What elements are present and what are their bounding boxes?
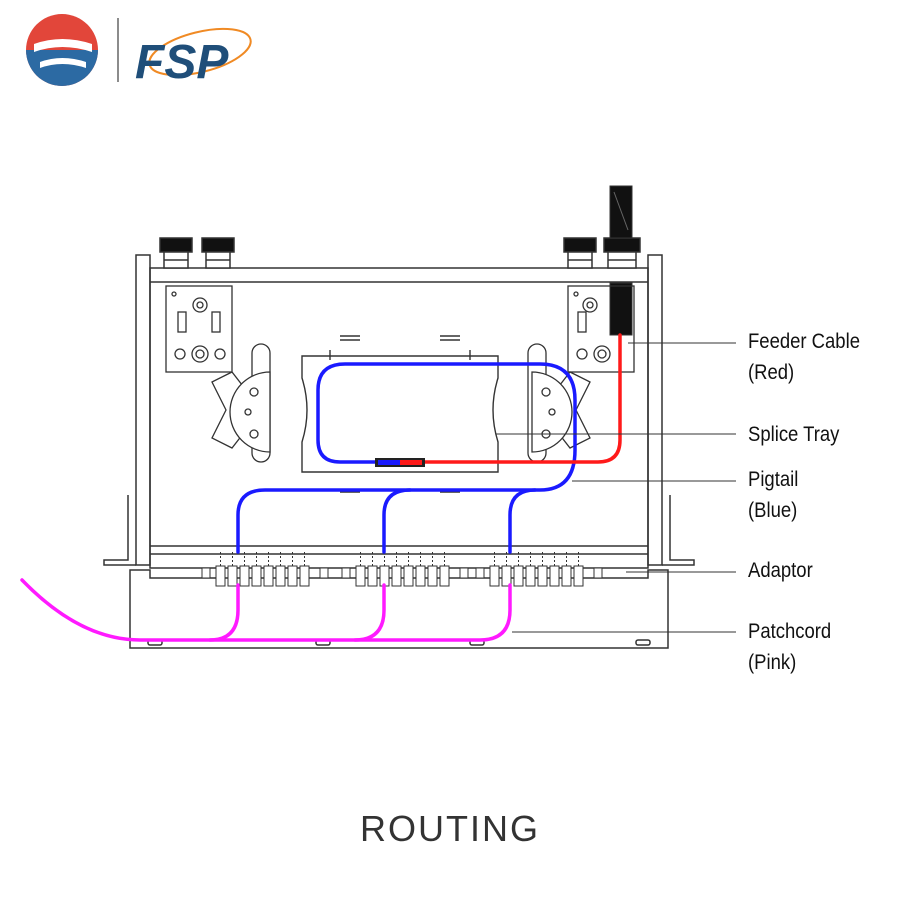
adaptor-port [525,565,536,587]
adaptor-port [215,565,226,587]
callout-line: (Blue) [748,499,798,522]
adaptor-port [391,565,402,587]
pigtail-branch [508,488,537,554]
feeder-cable-jacket [609,185,633,336]
callout-line: Splice Tray [748,423,840,446]
adaptor-port [239,565,250,587]
pigtail-branch [382,488,412,554]
adaptor-port [501,565,512,587]
adaptor-port [355,565,366,587]
callout-pigtail: Pigtail (Blue) [748,464,798,526]
callout-line: Feeder Cable [748,330,860,353]
cable-gland [159,237,193,269]
callout-line: Adaptor [748,559,813,582]
adaptor-port [287,565,298,587]
adaptor-port [513,565,524,587]
left-mounting-plate [165,285,233,373]
adaptor-port [227,565,238,587]
callout-line: (Red) [748,361,795,384]
front-panel [129,569,669,649]
patchcord [20,578,240,642]
adaptor-strip [475,552,603,587]
callout-patchcord: Patchcord (Pink) [748,616,831,678]
left-cable-spool [211,343,271,463]
adaptor-panel [201,552,603,587]
adaptor-strip [201,552,329,587]
adaptor-strip [341,552,469,587]
right-cable-spool [527,343,591,463]
splice-tray [301,335,499,493]
left-mount-bracket [103,495,136,566]
adaptor-port [379,565,390,587]
cable-gland [201,237,235,269]
adaptor-port [403,565,414,587]
leader-lines [496,342,736,633]
adaptor-port [439,565,450,587]
right-mounting-plate [567,285,635,373]
diagram-caption: ROUTING [360,808,540,849]
adaptor-port [415,565,426,587]
callout-adaptor: Adaptor [748,555,813,586]
adaptor-port [573,565,584,587]
pigtail-cables [20,333,622,642]
adaptor-port [367,565,378,587]
adaptor-port [537,565,548,587]
logo-wordmark: FSP [135,36,229,89]
adaptor-port [251,565,262,587]
feeder-fiber [423,333,622,464]
cable-glands [159,237,641,269]
adaptor-port [489,565,500,587]
adaptor-port [427,565,438,587]
adaptor-port [299,565,310,587]
adaptor-port [263,565,274,587]
adaptor-port [561,565,572,587]
logo-swoosh [148,27,252,77]
callout-line: (Pink) [748,651,797,674]
brand-logo: FSP [26,14,252,89]
callout-line: Pigtail [748,468,799,491]
left-rack-ear [135,254,151,566]
logo-circle-lower [26,50,98,86]
right-rack-ear [647,254,663,566]
patchcord [208,583,386,642]
cable-gland [563,237,597,269]
callout-feeder-cable: Feeder Cable (Red) [748,326,860,388]
cable-gland [603,237,641,269]
adaptor-port [549,565,560,587]
callout-splice-tray: Splice Tray [748,419,839,450]
adaptor-port [275,565,286,587]
pigtail-loop [236,362,577,554]
callout-line: Patchcord [748,620,832,643]
patchcord [353,583,512,642]
